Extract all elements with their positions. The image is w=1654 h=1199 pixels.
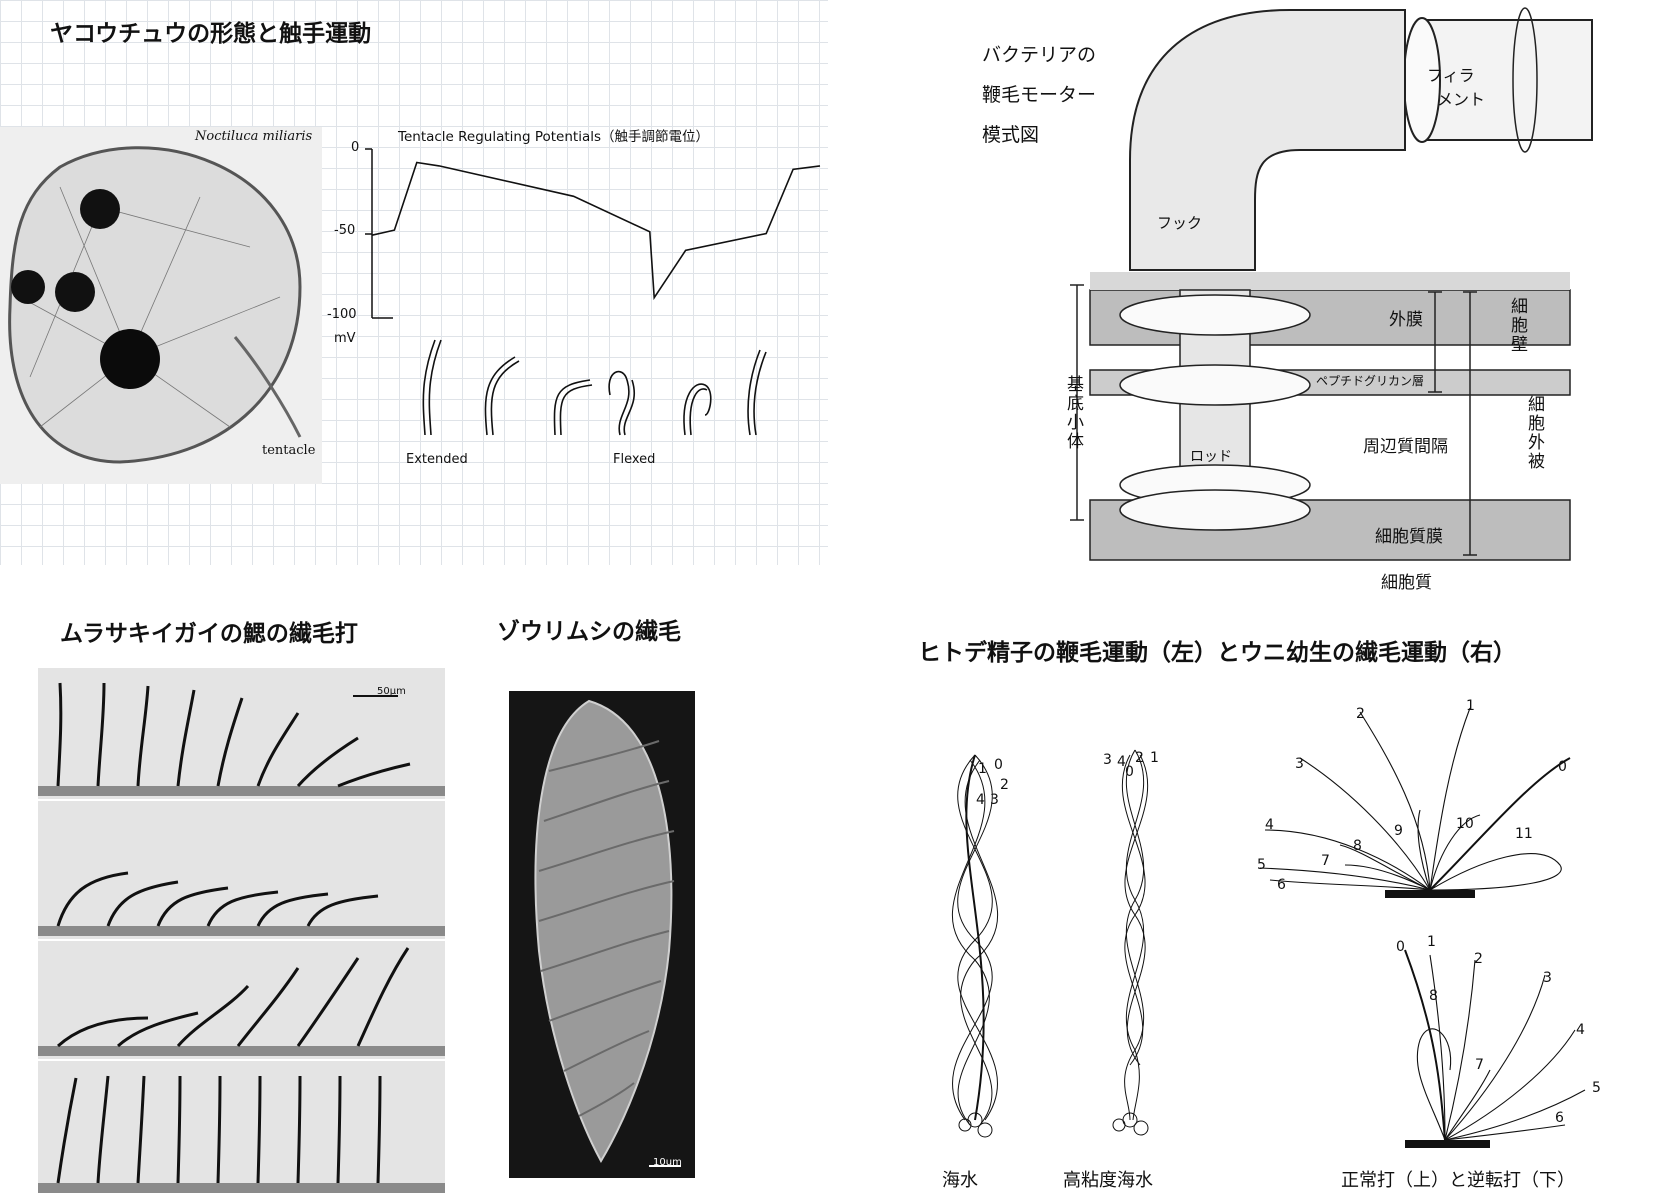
left-num-2: 2 <box>1000 777 1009 793</box>
lower-num-5: 5 <box>1592 1080 1601 1096</box>
noctiluca-cell-drawing <box>8 146 302 464</box>
upper-num-0: 0 <box>1558 759 1567 775</box>
y-tick-50: -50 <box>334 223 356 238</box>
left-num-4: 4 <box>976 792 985 808</box>
left-num-1: 1 <box>978 761 987 777</box>
upper-num-5: 5 <box>1257 857 1266 873</box>
chart-title: Tentacle Regulating Potentials（触手調節電位） <box>398 129 710 145</box>
mussel-photo <box>38 668 445 1193</box>
potential-trace <box>371 161 821 301</box>
normal-beat-drawing <box>1259 707 1571 898</box>
upper-num-7: 7 <box>1321 853 1330 869</box>
filament-label-2: メント <box>1437 90 1486 109</box>
lower-num-7: 7 <box>1475 1057 1484 1073</box>
motor-diagram <box>1070 7 1593 561</box>
flexed-label: Flexed <box>613 452 656 467</box>
upper-num-10: 10 <box>1456 816 1474 832</box>
motor-title-line3: 模式図 <box>982 124 1040 146</box>
left-num-3: 3 <box>990 792 999 808</box>
noctiluca-title: ヤコウチュウの形態と触手運動 <box>50 21 372 47</box>
upper-num-8: 8 <box>1353 838 1362 854</box>
reverse-beat-drawing <box>1404 949 1586 1148</box>
paramecium-photo <box>509 691 695 1178</box>
paramecium-title: ゾウリムシの繊毛 <box>497 619 681 645</box>
upper-num-11: 11 <box>1515 826 1533 842</box>
right-num-3: 3 <box>1103 752 1112 768</box>
cell-envelope-label: 細胞外被 <box>1524 395 1544 471</box>
lower-num-1: 1 <box>1427 934 1436 950</box>
upper-num-4: 4 <box>1265 817 1274 833</box>
left-num-0: 0 <box>994 757 1003 773</box>
filament-label-1: フィラ <box>1427 66 1475 85</box>
periplasm-label: 周辺質間隔 <box>1363 437 1448 457</box>
hook-label: フック <box>1157 214 1203 232</box>
motor-title-line1: バクテリアの <box>982 44 1097 66</box>
lower-num-8: 8 <box>1429 988 1438 1004</box>
mussel-title: ムラサキイガイの鰓の繊毛打 <box>60 621 358 647</box>
noctiluca-photo <box>0 127 322 484</box>
y-unit: mV <box>334 331 356 346</box>
cilia-sequence <box>38 682 445 1193</box>
beat-caption: 正常打（上）と逆転打（下） <box>1341 1170 1575 1191</box>
seawater-label: 海水 <box>942 1170 978 1191</box>
lower-num-4: 4 <box>1576 1022 1585 1038</box>
lower-num-2: 2 <box>1474 951 1483 967</box>
paramecium-cell-drawing <box>534 699 681 1167</box>
rod-label: ロッド <box>1190 449 1232 465</box>
lower-num-3: 3 <box>1543 970 1552 986</box>
cytoplasm-label: 細胞質 <box>1381 573 1432 593</box>
cell-wall-label: 細胞壁 <box>1507 297 1527 354</box>
paramecium-scale-label: 10um <box>653 1157 682 1168</box>
lower-num-0: 0 <box>1396 939 1405 955</box>
mussel-scale-label: 50μm <box>377 686 406 697</box>
extended-label: Extended <box>406 452 468 467</box>
y-tick-100: -100 <box>327 307 357 322</box>
species-name: Noctiluca miliaris <box>195 129 313 144</box>
tentacle-sketches <box>422 339 767 436</box>
upper-num-1: 1 <box>1466 698 1475 714</box>
potential-chart <box>365 148 821 319</box>
right-num-0: 0 <box>1125 764 1134 780</box>
viscous-label: 高粘度海水 <box>1063 1170 1153 1191</box>
flagella-title: ヒトデ精子の鞭毛運動（左）とウニ幼生の繊毛運動（右） <box>918 640 1516 666</box>
tentacle-label: tentacle <box>262 443 316 458</box>
upper-num-9: 9 <box>1394 823 1403 839</box>
y-tick-0: 0 <box>351 140 360 155</box>
upper-num-3: 3 <box>1295 756 1304 772</box>
upper-num-2: 2 <box>1356 706 1365 722</box>
cytoplasmic-membrane-label: 細胞質膜 <box>1375 527 1443 547</box>
right-num-4: 4 <box>1117 754 1126 770</box>
upper-num-6: 6 <box>1277 877 1286 893</box>
peptidoglycan-label: ペプチドグリカン層 <box>1316 374 1425 388</box>
outer-membrane-label: 外膜 <box>1389 310 1423 330</box>
sperm-helix-drawings <box>951 749 1149 1138</box>
lower-num-6: 6 <box>1555 1110 1564 1126</box>
motor-title-line2: 鞭毛モーター <box>982 84 1097 106</box>
right-num-2: 2 <box>1135 750 1144 766</box>
right-num-1: 1 <box>1150 750 1159 766</box>
basal-body-label: 基底小体 <box>1063 375 1083 451</box>
